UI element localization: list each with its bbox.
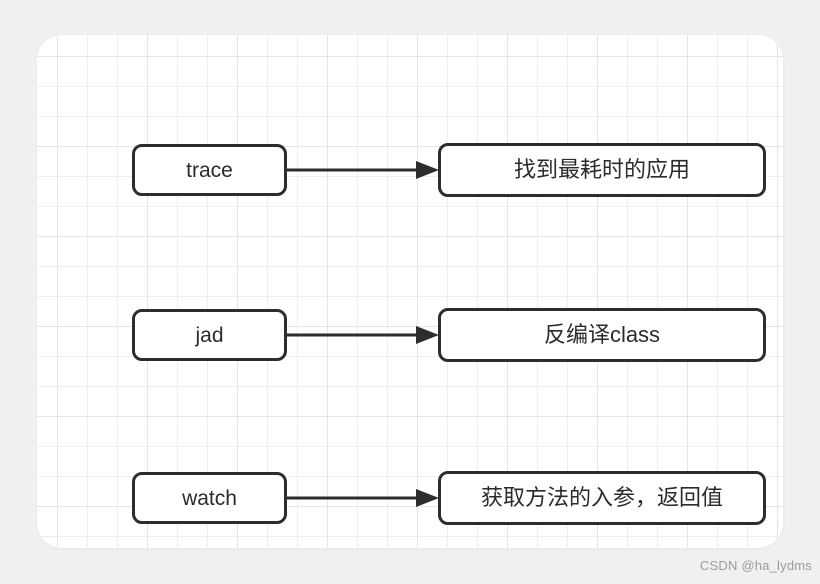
description-node-jad: 反编译class xyxy=(438,308,766,362)
arrow-watch xyxy=(287,489,439,507)
command-label: jad xyxy=(195,323,224,347)
arrowhead-icon xyxy=(416,161,439,179)
description-label: 找到最耗时的应用 xyxy=(513,157,690,182)
arrow-trace xyxy=(287,161,439,179)
command-label: trace xyxy=(186,158,233,182)
arrow-line xyxy=(287,168,418,172)
arrow-line xyxy=(287,496,418,500)
description-node-trace: 找到最耗时的应用 xyxy=(438,143,766,197)
watermark: CSDN @ha_lydms xyxy=(699,558,812,573)
description-label: 反编译class xyxy=(543,322,661,347)
arrow-jad xyxy=(287,326,439,344)
arrow-line xyxy=(287,333,418,337)
arrowhead-icon xyxy=(416,489,439,507)
diagram-row-jad: jad 反编译class xyxy=(37,307,820,363)
command-node-jad: jad xyxy=(132,309,287,361)
diagram-row-watch: watch 获取方法的入参，返回值 xyxy=(37,470,820,526)
command-label: watch xyxy=(182,486,237,510)
diagram-row-trace: trace 找到最耗时的应用 xyxy=(37,142,820,198)
command-node-trace: trace xyxy=(132,144,287,196)
diagram-canvas: trace 找到最耗时的应用 jad 反编译class xyxy=(37,35,783,548)
command-node-watch: watch xyxy=(132,472,287,524)
arrowhead-icon xyxy=(416,326,439,344)
description-node-watch: 获取方法的入参，返回值 xyxy=(438,471,766,525)
description-label: 获取方法的入参，返回值 xyxy=(480,485,723,510)
